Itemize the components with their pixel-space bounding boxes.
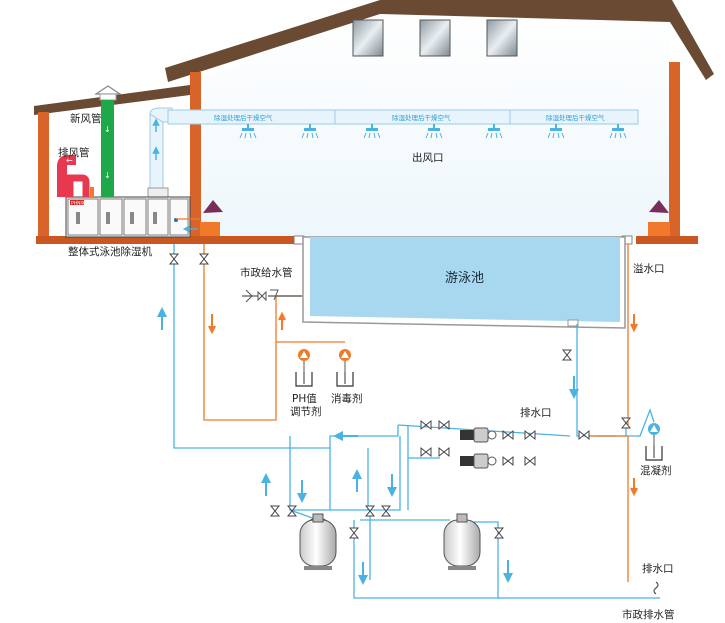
ph-label-line2: 调节剂 [290, 405, 322, 418]
valve [420, 419, 432, 431]
supply-air-duct: 除湿处理后干燥空气 除湿处理后干燥空气 除湿处理后干燥空气 [149, 107, 639, 199]
municipal-supply-valve [245, 289, 279, 303]
window [352, 19, 384, 57]
svg-text:↓: ↓ [104, 171, 111, 180]
valve [502, 429, 514, 441]
air-outlet-label: 出风口 [412, 151, 444, 164]
air-diffuser [485, 124, 503, 139]
valve [286, 505, 298, 517]
exhaust-air-pipe-label: 排风管 [58, 146, 90, 159]
valve [561, 349, 573, 361]
pool-label: 游泳池 [445, 271, 484, 286]
valve [348, 527, 360, 539]
circulation-pump [460, 427, 497, 443]
valves [168, 253, 632, 539]
air-diffusers [239, 124, 627, 139]
window [486, 19, 518, 57]
circulation-pump [460, 453, 497, 469]
coagulant-dosing-pump [645, 423, 663, 461]
ph-label-line1: PH值 [292, 392, 317, 405]
drain-bottom-label: 排水口 [642, 562, 674, 575]
air-diffuser [239, 124, 257, 139]
drain-outlet [653, 581, 659, 595]
valve [578, 429, 590, 441]
valve [168, 253, 180, 265]
valve [620, 417, 632, 429]
flow-arrows-orange [208, 311, 638, 497]
exhaust-air-pipe: ← [57, 155, 94, 197]
municipal-supply-label: 市政给水管 [240, 266, 293, 279]
valve [438, 446, 450, 458]
dehumidifier-unit: PHNIX [65, 187, 200, 238]
duct-label: 除湿处理后干燥空气 [546, 113, 605, 122]
duct-label: 除湿处理后干燥空气 [392, 113, 451, 122]
disinfectant-label: 消毒剂 [331, 392, 363, 405]
valve [502, 455, 514, 467]
labels: 新风管 排风管 整体式泳池除湿机 出风口 市政给水管 溢水口 PH值 调节剂 消… [58, 112, 675, 621]
pumps [460, 427, 497, 469]
fresh-air-pipe: ↓ ↓ [94, 85, 122, 197]
duct-label: 除湿处理后干燥空气 [214, 113, 273, 122]
main-roof [165, 0, 714, 82]
disinfectant-dosing-pump [336, 349, 354, 387]
unit-brand: PHNIX [71, 201, 85, 207]
coagulant-label: 混凝剂 [640, 464, 672, 477]
air-diffuser [609, 124, 627, 139]
svg-text:↓: ↓ [104, 125, 111, 134]
valve [198, 253, 210, 265]
municipal-drain-label: 市政排水管 [622, 608, 675, 621]
overflow-label: 溢水口 [633, 262, 665, 275]
valve [380, 505, 392, 517]
valve [493, 527, 505, 539]
air-diffuser [363, 124, 381, 139]
sand-filter-tank [443, 513, 481, 570]
flow-arrows-blue [157, 307, 579, 585]
svg-text:←: ← [66, 156, 73, 165]
air-diffuser [301, 124, 319, 139]
left-wall [190, 72, 201, 242]
dosing-units [295, 349, 663, 461]
valve [364, 505, 376, 517]
floor-right [636, 236, 698, 244]
valve [438, 419, 450, 431]
orange-pipes [203, 244, 629, 582]
air-diffuser [547, 124, 565, 139]
unit-label: 整体式泳池除湿机 [68, 245, 152, 258]
right-wall [669, 62, 680, 242]
valve [524, 429, 536, 441]
valve [524, 455, 536, 467]
sand-filters [299, 513, 481, 570]
ph-dosing-pump [295, 349, 313, 387]
drain-mid-label: 排水口 [520, 406, 552, 419]
valve [269, 505, 281, 517]
valve [420, 446, 432, 458]
annex-wall [38, 112, 49, 242]
window [419, 19, 451, 57]
sand-filter-tank [299, 513, 337, 570]
fresh-air-pipe-label: 新风管 [70, 112, 102, 125]
floor-left [36, 236, 294, 244]
air-diffuser [425, 124, 443, 139]
swimming-pool: 游泳池 [293, 235, 633, 329]
roof-windows [352, 19, 518, 57]
